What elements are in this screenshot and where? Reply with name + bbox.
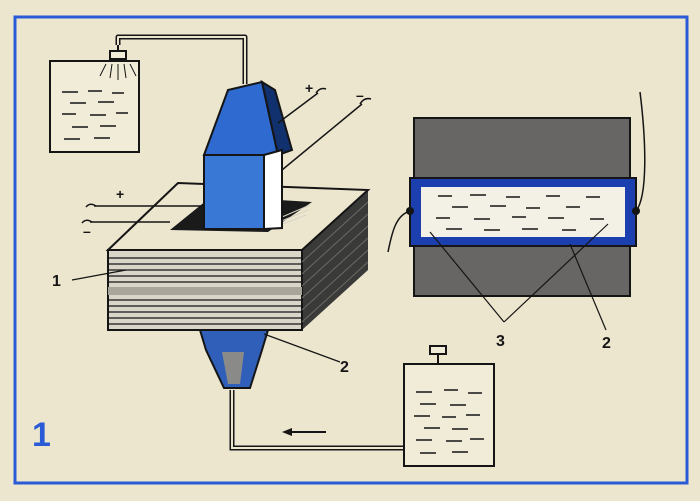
bottom-tank [403, 345, 495, 467]
top-electrode [202, 79, 294, 231]
plate-lines [108, 257, 302, 325]
electrolyte-lines [436, 194, 604, 231]
label-part-2-section: 2 [602, 335, 611, 352]
bottom-tank-water-lines [414, 389, 484, 454]
leader-lines [429, 223, 609, 331]
figure-number: 1 [32, 416, 51, 454]
label-part-3: 3 [496, 333, 505, 350]
water-tank-icon [403, 363, 495, 467]
leads-top [277, 87, 372, 171]
label-part-1: 1 [52, 273, 61, 290]
drain-pipe [229, 390, 404, 451]
label-part-2-main: 2 [340, 359, 349, 376]
spray-drops [99, 63, 137, 80]
side-stripes [301, 201, 369, 323]
figure-border [13, 15, 689, 485]
label-plus-top: + [305, 80, 313, 96]
water-tank-icon [49, 60, 140, 153]
section-view [387, 91, 646, 331]
label-minus-top: – [356, 87, 364, 103]
bottom-funnel [198, 329, 270, 389]
arrow-left-icon [282, 428, 326, 436]
top-tank-water-lines [62, 90, 128, 140]
label-minus-left: – [83, 223, 91, 239]
leads-left [81, 203, 204, 224]
label-plus-left: + [116, 186, 124, 202]
top-tank [49, 43, 140, 153]
